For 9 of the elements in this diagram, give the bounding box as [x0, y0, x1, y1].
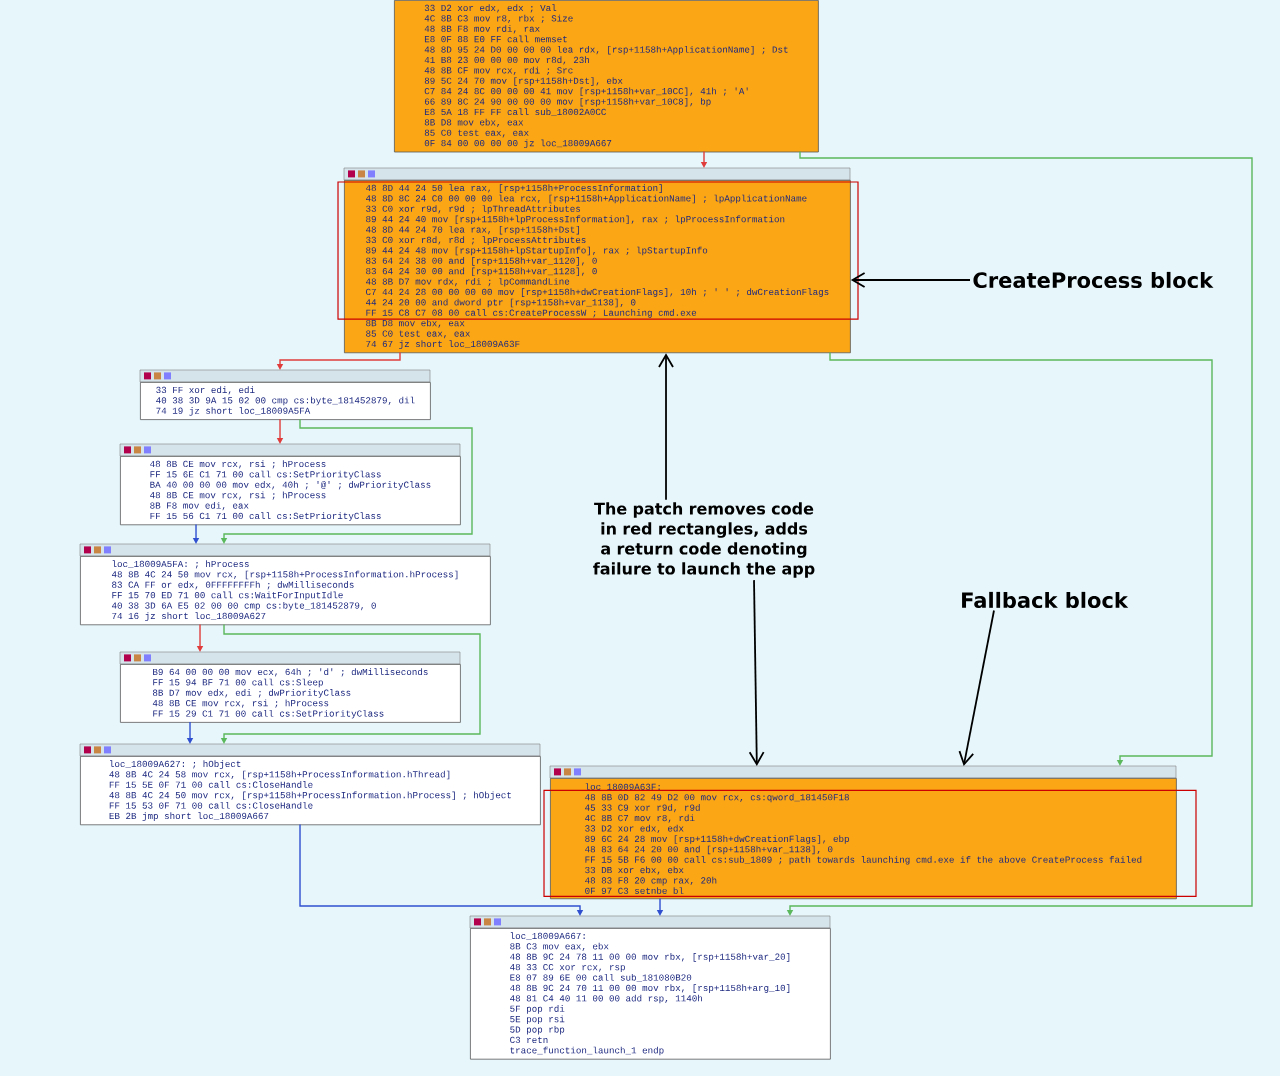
annotation-text: Fallback block: [962, 591, 1129, 609]
pointer-arrow: [658, 353, 674, 501]
flow-arrow: [299, 823, 584, 916]
pointer-arrow: [748, 579, 765, 766]
annotation-text: CreateProcess block: [973, 271, 1214, 289]
pointer-arrow: [958, 609, 995, 766]
flow-arrow: [829, 351, 1213, 766]
annotation-text: The patch removes code in red rectangles, adds a return code denoting failure to launch the app: [593, 502, 815, 578]
pointer-arrow: [850, 272, 971, 288]
